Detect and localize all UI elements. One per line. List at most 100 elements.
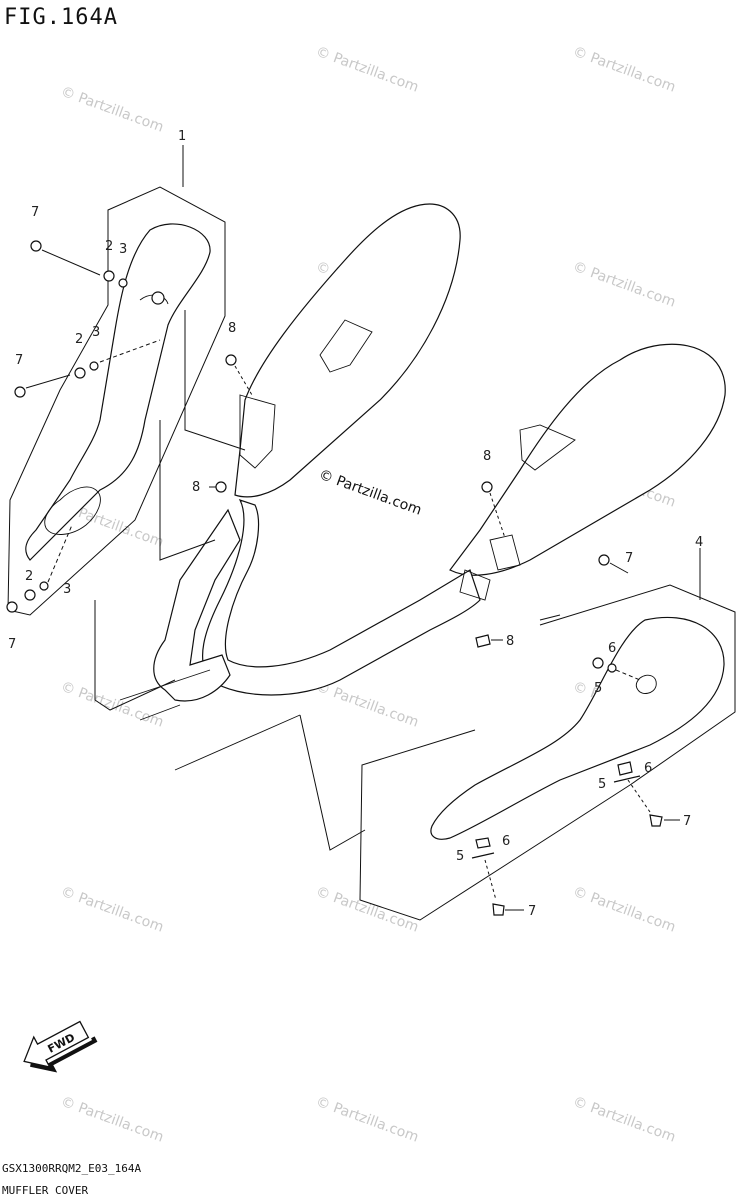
bolt-7-icon bbox=[14, 386, 26, 398]
right-cover-group bbox=[359, 548, 736, 921]
right-muffler-cover bbox=[430, 616, 725, 840]
collar-3-icon bbox=[118, 278, 128, 288]
leader-line bbox=[627, 779, 651, 813]
frame-line bbox=[184, 310, 246, 451]
watermark: © Partzilla.com bbox=[59, 1094, 166, 1146]
left-cover-group bbox=[7, 145, 226, 616]
watermark: © Partzilla.com bbox=[317, 467, 424, 519]
watermark: © Partzilla.com bbox=[314, 44, 421, 96]
frame-line bbox=[539, 614, 561, 621]
watermark: © Partzilla.com bbox=[571, 44, 678, 96]
callout-7: 7 bbox=[528, 904, 536, 919]
grommet-2-icon bbox=[74, 367, 86, 379]
callout-8: 8 bbox=[506, 634, 514, 649]
collar-6-icon bbox=[617, 761, 633, 776]
nut-8-icon bbox=[475, 634, 491, 648]
watermark: © Partzilla.com bbox=[571, 884, 678, 936]
cover-outline-box bbox=[359, 584, 736, 921]
callout-3: 3 bbox=[92, 325, 100, 340]
callout-8: 8 bbox=[483, 449, 491, 464]
left-muffler-cover bbox=[25, 223, 211, 561]
callout-3: 3 bbox=[119, 242, 127, 257]
callout-7: 7 bbox=[683, 814, 691, 829]
nut-8-icon bbox=[481, 481, 493, 493]
leader-line bbox=[609, 562, 629, 574]
watermark: © Partzilla.com bbox=[314, 1094, 421, 1146]
mount-point-icon bbox=[151, 291, 165, 305]
bolt-7-icon bbox=[6, 601, 18, 613]
lower-muffler-bracket bbox=[519, 424, 576, 471]
leader-line bbox=[47, 524, 73, 583]
watermark: © Partzilla.com bbox=[571, 1094, 678, 1146]
watermark: © Partzilla.com bbox=[314, 884, 421, 936]
grommet-2-icon bbox=[24, 589, 36, 601]
leader-line bbox=[41, 249, 101, 276]
frame-lines bbox=[94, 310, 561, 851]
watermark: © Partzilla.com bbox=[571, 259, 678, 311]
leader-line bbox=[484, 859, 497, 901]
lower-muffler-body bbox=[449, 343, 726, 576]
grommet-5-icon bbox=[471, 852, 495, 859]
fastener-layer bbox=[6, 240, 680, 916]
callout-6: 6 bbox=[502, 834, 510, 849]
callout-5: 5 bbox=[598, 777, 606, 792]
collar-6-icon bbox=[475, 837, 491, 849]
bolt-7-icon bbox=[30, 240, 42, 252]
muffler-assembly: © Partzilla.com bbox=[119, 203, 726, 771]
callout-7: 7 bbox=[15, 353, 23, 368]
callout-7: 7 bbox=[8, 637, 16, 652]
lower-mount-tab bbox=[489, 534, 521, 571]
frame-line bbox=[94, 600, 176, 711]
leader-line bbox=[489, 492, 506, 539]
pipe-line bbox=[139, 704, 181, 721]
grommet-5-icon bbox=[613, 775, 641, 783]
nut-8-icon bbox=[215, 481, 227, 493]
callout-2: 2 bbox=[105, 239, 113, 254]
callout-2: 2 bbox=[25, 569, 33, 584]
pipe-line bbox=[174, 714, 301, 771]
callout-8: 8 bbox=[192, 480, 200, 495]
watermark: © Partzilla.com bbox=[59, 679, 166, 731]
callout-5: 5 bbox=[594, 681, 602, 696]
leader-line bbox=[615, 669, 641, 681]
watermark-layer: © Partzilla.com © Partzilla.com © Partzi… bbox=[59, 44, 678, 1146]
bolt-7-icon bbox=[492, 903, 505, 916]
exhaust-mid-pipe bbox=[202, 498, 481, 696]
callout-4: 4 bbox=[695, 535, 703, 550]
callout-7: 7 bbox=[625, 551, 633, 566]
upper-muffler-body bbox=[234, 203, 461, 498]
callout-3: 3 bbox=[63, 582, 71, 597]
figure-code: GSX1300RRQM2_E03_164A bbox=[2, 1162, 141, 1175]
nut-8-icon bbox=[225, 354, 237, 366]
frame-line bbox=[159, 420, 216, 561]
cover-outline-box bbox=[7, 186, 226, 616]
leader-line bbox=[99, 339, 161, 363]
upper-muffler-bracket bbox=[319, 319, 373, 373]
lower-mount-bracket bbox=[459, 569, 491, 601]
cover-bracket-detail bbox=[635, 674, 657, 694]
leader-line bbox=[25, 374, 71, 389]
callout-7: 7 bbox=[31, 205, 39, 220]
collar-3-icon bbox=[89, 361, 99, 371]
frame-line bbox=[299, 714, 366, 851]
callout-8: 8 bbox=[228, 321, 236, 336]
watermark: © Partzilla.com bbox=[314, 679, 421, 731]
cover-bracket-detail bbox=[44, 486, 101, 535]
exhaust-header-pipe bbox=[153, 508, 241, 702]
callout-1: 1 bbox=[178, 129, 186, 144]
figure-title: FIG.164A bbox=[4, 5, 118, 30]
callout-layer: 1 2 3 7 2 3 7 8 8 2 3 7 8 4 7 8 6 5 6 5 … bbox=[8, 129, 703, 919]
callout-6: 6 bbox=[644, 761, 652, 776]
upper-mount-bracket bbox=[239, 394, 276, 469]
bolt-7-icon bbox=[598, 554, 610, 566]
callout-2: 2 bbox=[75, 332, 83, 347]
grommet-2-icon bbox=[103, 270, 115, 282]
figure-caption: MUFFLER COVER bbox=[2, 1184, 88, 1197]
collar-3-icon bbox=[39, 581, 49, 591]
callout-6: 6 bbox=[608, 641, 616, 656]
collar-6-icon bbox=[607, 663, 617, 673]
fwd-arrow-icon: FWD bbox=[23, 1020, 98, 1073]
watermark: © Partzilla.com bbox=[59, 84, 166, 136]
